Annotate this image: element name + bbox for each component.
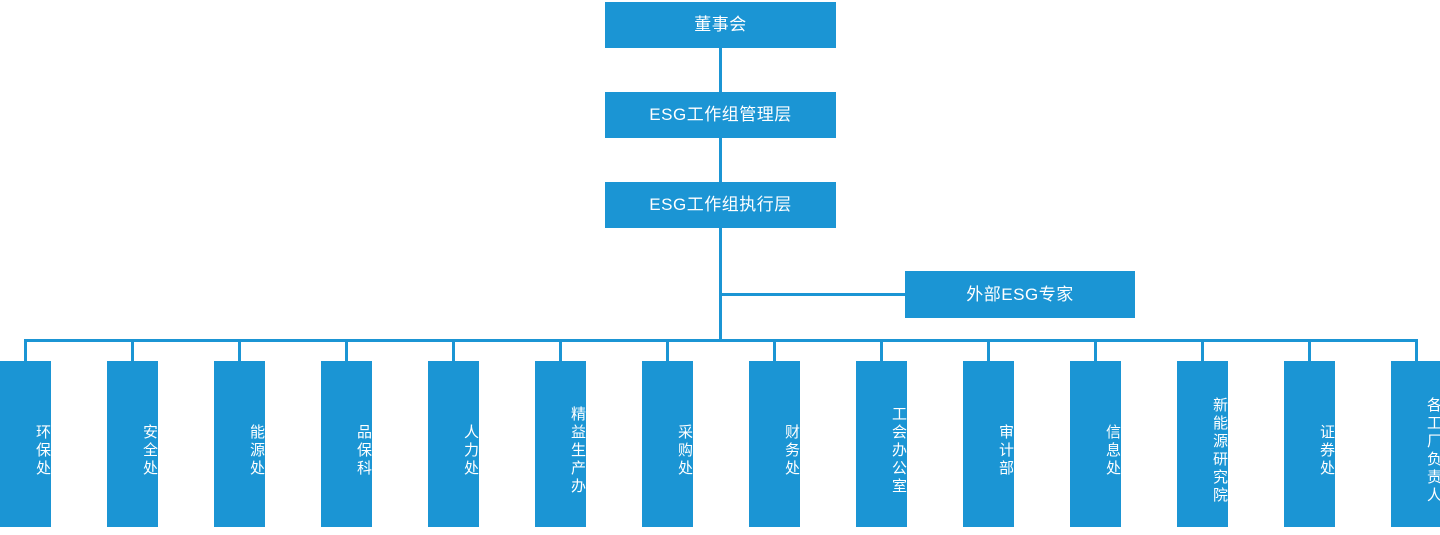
connector-execution-trunk <box>719 228 722 342</box>
node-department-9-label: 工会办公室 <box>890 406 907 496</box>
node-department-2[interactable]: 安全处 <box>107 361 158 527</box>
connector-dept-1 <box>24 339 27 361</box>
node-department-1[interactable]: 环保处 <box>0 361 51 527</box>
node-department-9[interactable]: 工会办公室 <box>856 361 907 527</box>
connector-dept-2 <box>131 339 134 361</box>
department-bus <box>24 339 1416 342</box>
connector-dept-10 <box>987 339 990 361</box>
node-external-esg-advisor[interactable]: 外部ESG专家 <box>905 271 1135 318</box>
node-department-13[interactable]: 证券处 <box>1284 361 1335 527</box>
node-management-label: ESG工作组管理层 <box>649 105 792 125</box>
node-department-5[interactable]: 人力处 <box>428 361 479 527</box>
node-department-1-label: 环保处 <box>34 424 51 478</box>
connector-dept-3 <box>238 339 241 361</box>
node-department-2-label: 安全处 <box>141 424 158 478</box>
node-department-12[interactable]: 新能源研究院 <box>1177 361 1228 527</box>
node-department-8-label: 财务处 <box>783 424 800 478</box>
node-execution-label: ESG工作组执行层 <box>649 195 792 215</box>
node-department-6[interactable]: 精益生产办 <box>535 361 586 527</box>
node-external-esg-advisor-label: 外部ESG专家 <box>966 284 1074 304</box>
connector-dept-5 <box>452 339 455 361</box>
node-department-7-label: 采购处 <box>676 424 693 478</box>
connector-dept-14 <box>1415 339 1418 361</box>
connector-board-to-management <box>719 48 722 92</box>
node-execution[interactable]: ESG工作组执行层 <box>605 182 836 228</box>
connector-dept-7 <box>666 339 669 361</box>
connector-dept-13 <box>1308 339 1311 361</box>
node-department-8[interactable]: 财务处 <box>749 361 800 527</box>
node-department-3[interactable]: 能源处 <box>214 361 265 527</box>
connector-dept-4 <box>345 339 348 361</box>
connector-management-to-execution <box>719 138 722 182</box>
node-department-6-label: 精益生产办 <box>569 406 586 496</box>
connector-dept-6 <box>559 339 562 361</box>
connector-dept-8 <box>773 339 776 361</box>
node-board-label: 董事会 <box>694 15 747 35</box>
connector-dept-11 <box>1094 339 1097 361</box>
connector-dept-12 <box>1201 339 1204 361</box>
node-management[interactable]: ESG工作组管理层 <box>605 92 836 138</box>
node-department-4-label: 品保科 <box>355 424 372 478</box>
node-department-14[interactable]: 各工厂负责人 <box>1391 361 1440 527</box>
node-department-4[interactable]: 品保科 <box>321 361 372 527</box>
node-department-11-label: 信息处 <box>1104 424 1121 478</box>
node-department-14-label: 各工厂负责人 <box>1425 397 1440 505</box>
connector-dept-9 <box>880 339 883 361</box>
connector-execution-to-advisor <box>719 293 905 296</box>
node-department-10[interactable]: 审计部 <box>963 361 1014 527</box>
node-department-11[interactable]: 信息处 <box>1070 361 1121 527</box>
node-department-10-label: 审计部 <box>997 424 1014 478</box>
node-department-7[interactable]: 采购处 <box>642 361 693 527</box>
node-department-13-label: 证券处 <box>1318 424 1335 478</box>
node-department-3-label: 能源处 <box>248 424 265 478</box>
node-department-12-label: 新能源研究院 <box>1211 397 1228 505</box>
node-department-5-label: 人力处 <box>462 424 479 478</box>
node-board[interactable]: 董事会 <box>605 2 836 48</box>
